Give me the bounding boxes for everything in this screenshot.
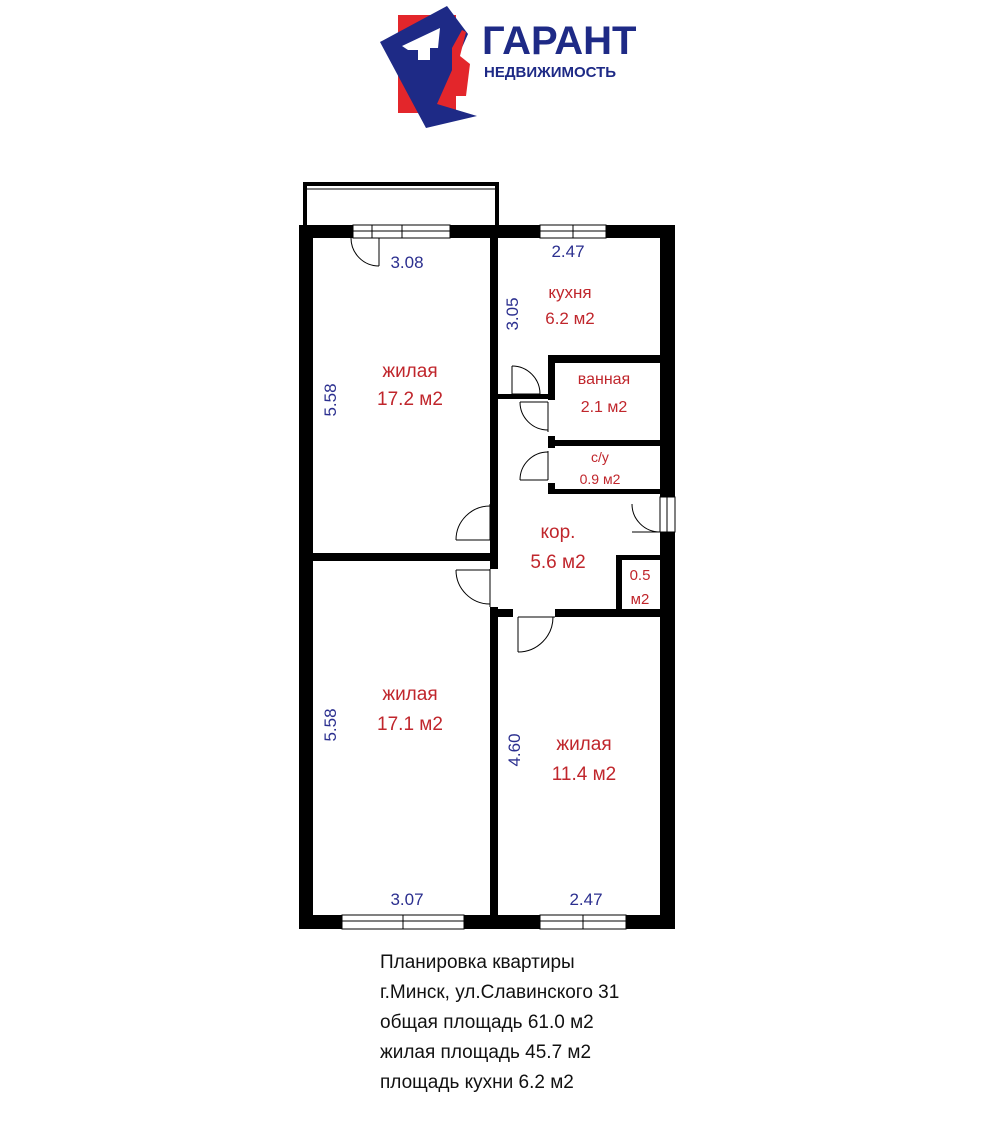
living2-area: 17.1 м2: [377, 714, 443, 735]
window-living2: [341, 914, 465, 930]
logo-key-icon: [452, 30, 470, 96]
balcony: [303, 182, 499, 230]
dimension-labels: 3.08 5.58 2.47 3.05 5.58 3.07 4.60 2.47: [321, 242, 603, 909]
caption-address: г.Минск, ул.Славинского 31: [380, 982, 620, 1003]
bath-name: ванная: [578, 371, 630, 388]
bath-area: 2.1 м2: [581, 399, 628, 416]
living1-area: 17.2 м2: [377, 389, 443, 410]
door-bath: [519, 401, 549, 432]
plan-caption: Планировка квартиры г.Минск, ул.Славинск…: [380, 948, 619, 1098]
corridor-name: кор.: [541, 522, 576, 543]
living1-name: жилая: [382, 361, 437, 382]
caption-title: Планировка квартиры: [380, 952, 575, 973]
caption-kitchen-area: площадь кухни 6.2 м2: [380, 1072, 574, 1093]
dim-living1-length: 5.58: [321, 383, 340, 416]
dim-living1-width: 3.08: [390, 253, 423, 272]
wc-area: 0.9 м2: [580, 471, 621, 487]
door-entrance: [631, 503, 661, 533]
door-living2: [455, 569, 491, 607]
logo-name: ГАРАНТ: [482, 19, 636, 63]
corridor-area: 5.6 м2: [530, 552, 585, 573]
window-living3: [539, 914, 627, 930]
room-labels: жилая 17.2 м2 кухня 6.2 м2 ванная 2.1 м2…: [377, 283, 650, 785]
wc-name: с/у: [591, 449, 609, 465]
door-living1: [455, 504, 491, 541]
dim-living3-length: 4.60: [505, 733, 524, 766]
doors: [350, 237, 661, 653]
floor-plan: ГАРАНТ НЕДВИЖИМОСТЬ: [299, 6, 676, 930]
dim-living3-width: 2.47: [569, 890, 602, 909]
living3-name: жилая: [556, 734, 611, 755]
logo-tower-icon: [402, 28, 440, 60]
walls: [299, 225, 675, 929]
company-logo: ГАРАНТ НЕДВИЖИМОСТЬ: [380, 6, 636, 128]
dim-living2-length: 5.58: [321, 708, 340, 741]
dim-kitchen-width: 2.47: [551, 242, 584, 261]
entrance-door-frame: [659, 496, 676, 533]
dim-kitchen-length: 3.05: [503, 297, 522, 330]
kitchen-name: кухня: [548, 283, 591, 302]
closet-area-value: 0.5: [630, 567, 651, 584]
dim-living2-width: 3.07: [390, 890, 423, 909]
closet-area-unit: м2: [631, 591, 650, 608]
logo-blue-shape: [380, 6, 477, 128]
door-living3: [517, 616, 555, 653]
caption-total-area: общая площадь 61.0 м2: [380, 1012, 594, 1033]
caption-living-area: жилая площадь 45.7 м2: [380, 1042, 592, 1063]
window-kitchen: [539, 224, 607, 239]
living2-name: жилая: [382, 684, 437, 705]
door-balcony: [350, 237, 380, 267]
door-wc: [519, 451, 549, 481]
windows: [341, 224, 676, 930]
window-living1: [352, 224, 451, 239]
kitchen-area: 6.2 м2: [545, 309, 595, 328]
living3-area: 11.4 м2: [552, 764, 616, 785]
logo-subtitle: НЕДВИЖИМОСТЬ: [484, 64, 616, 81]
door-kitchen: [511, 365, 541, 395]
